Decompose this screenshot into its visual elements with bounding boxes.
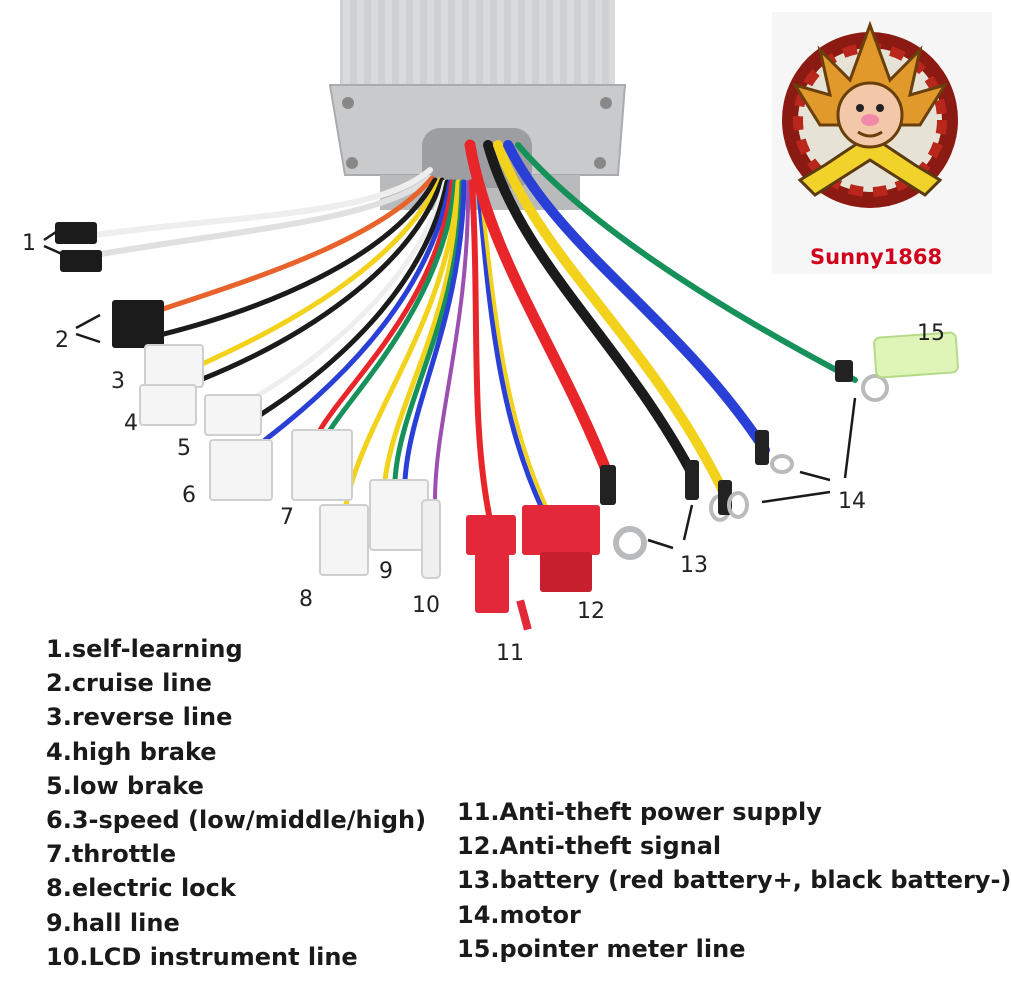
callout-13: 13: [680, 553, 708, 578]
logo-emblem: [782, 20, 958, 208]
legend-item: 14.motor: [457, 900, 581, 929]
legend-item: 5.low brake: [46, 771, 204, 800]
wire-brake-white: [247, 179, 448, 403]
legend-item: 12.Anti-theft signal: [457, 832, 722, 861]
wire-cruise-black: [157, 177, 438, 338]
terminal-battery-red: [600, 465, 647, 560]
arrow-2a: [75, 313, 101, 330]
legend-item: 10.LCD instrument line: [46, 942, 358, 971]
wire-antitheft-signal-blue: [475, 179, 548, 518]
arrow-1a: [43, 226, 63, 242]
connector-electric-lock: [319, 504, 369, 576]
wire-throttle-red: [317, 179, 455, 433]
arrow-13a: [647, 538, 674, 550]
legend-item: 9.hall line: [46, 908, 180, 937]
wire-lcd-purple: [433, 180, 471, 502]
wire-battery-black: [483, 140, 695, 475]
callout-11: 11: [496, 641, 524, 666]
legend-item: 11.Anti-theft power supply: [457, 798, 822, 826]
wire-cruise-orange: [157, 175, 435, 313]
legend-item: 13.battery (red battery+, black battery-…: [457, 866, 1011, 895]
arrow-14a: [799, 470, 831, 482]
callout-3: 3: [111, 369, 125, 394]
legend-left: 1.self-learning 2.cruise line 3.reverse …: [46, 632, 426, 974]
wire-hall-yellow: [382, 179, 463, 483]
logo-text: Sunny1868: [810, 245, 942, 269]
callout-10: 10: [412, 593, 440, 618]
arrow-1b: [43, 244, 63, 256]
legend-right: 11.Anti-theft power supply 12.Anti-theft…: [457, 795, 1011, 966]
connector-lcd: [421, 499, 441, 579]
connector-antitheft-power: [466, 515, 532, 631]
wire-antitheft-power-red: [469, 179, 493, 523]
wire-bundle: [92, 139, 858, 523]
callout-5: 5: [177, 436, 191, 461]
legend-item: 4.high brake: [46, 737, 217, 766]
wire-hall-blue: [402, 179, 467, 483]
wire-lock-yellow: [342, 179, 461, 513]
callout-4: 4: [124, 411, 138, 436]
wire-motor-blue: [503, 140, 770, 455]
callout-2: 2: [55, 328, 69, 353]
wire-reverse-black: [197, 177, 445, 383]
sunny-logo: Sunny1868: [772, 12, 992, 274]
callout-14: 14: [838, 489, 866, 514]
legend-item: 8.electric lock: [46, 874, 236, 903]
wire-throttle-green: [327, 179, 458, 433]
callout-8: 8: [299, 587, 313, 612]
connector-throttle: [291, 429, 353, 501]
wire-motor-yellow: [493, 140, 730, 500]
wire-self-learning-white: [92, 167, 433, 238]
terminal-meter: [835, 331, 959, 402]
wire-battery-red: [464, 139, 616, 486]
terminal-motor-blue: [755, 430, 794, 474]
legend-item: 7.throttle: [46, 840, 177, 869]
arrow-2b: [75, 332, 101, 344]
wire-brake-black: [257, 179, 450, 418]
connector-self-learning: [55, 222, 102, 272]
legend-item: 3.reverse line: [46, 703, 233, 732]
callout-15: 15: [917, 321, 945, 346]
legend-item: 15.pointer meter line: [457, 934, 746, 963]
legend-item: 1.self-learning: [46, 635, 243, 663]
wire-meter-green: [515, 142, 858, 383]
connector-hall: [369, 479, 429, 551]
connector-high-brake: [139, 384, 197, 426]
callout-6: 6: [182, 483, 196, 508]
connector-cruise: [112, 300, 164, 348]
arrow-14b: [761, 490, 831, 504]
arrow-15: [843, 397, 857, 479]
wire-speed-blue: [262, 179, 453, 443]
callout-arrows: [43, 226, 857, 550]
callout-7: 7: [280, 505, 294, 530]
connector-reverse: [144, 344, 204, 388]
terminal-motor-yellow: [718, 480, 749, 519]
connectors: [55, 222, 959, 631]
callout-numbers: 1 2 3 4 5 6 7 8 9 10 11 12 13 14 15: [22, 231, 945, 666]
wire-self-learning-white-2: [92, 175, 433, 258]
arrow-13b: [682, 504, 694, 541]
callout-9: 9: [379, 559, 393, 584]
callout-12: 12: [577, 599, 605, 624]
callout-1: 1: [22, 231, 36, 256]
wire-antitheft-signal-yellow: [478, 180, 552, 517]
wire-reverse-yellow: [197, 177, 443, 368]
connector-antitheft-signal: [522, 505, 600, 592]
legend-item: 2.cruise line: [46, 669, 212, 698]
connector-speed: [209, 439, 273, 501]
legend-item: 6.3-speed (low/middle/high): [46, 805, 427, 834]
connector-low-brake: [204, 394, 262, 436]
